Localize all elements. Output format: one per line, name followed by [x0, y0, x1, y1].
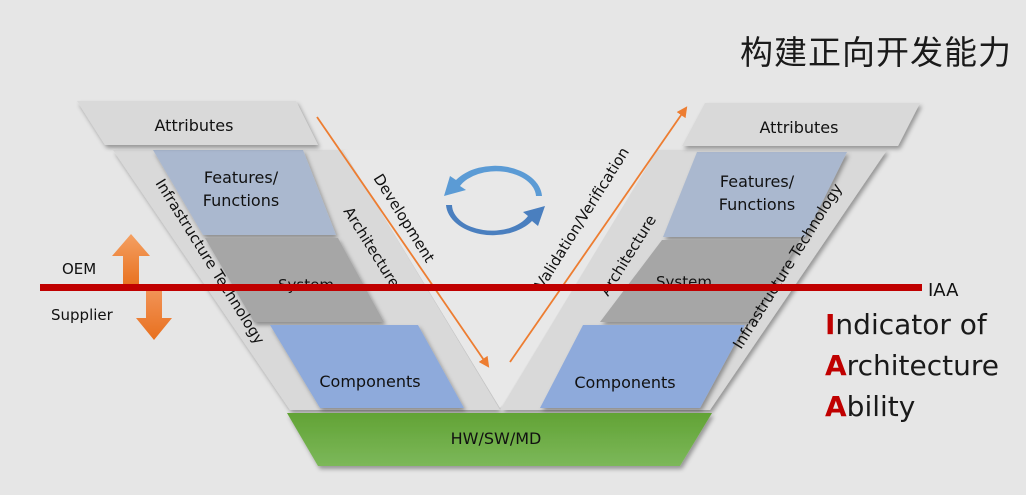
left-attributes-label: Attributes	[155, 116, 234, 135]
left-system-block	[205, 238, 384, 322]
oem-up-arrow-icon	[112, 234, 150, 287]
iaa-line-label: IAA	[928, 280, 959, 301]
right-features-label-2: Functions	[719, 195, 795, 214]
base-hw-sw-md-block	[287, 413, 712, 466]
left-features-label-2: Functions	[203, 191, 279, 210]
development-arrow	[316, 116, 490, 368]
supplier-down-arrow-icon	[136, 287, 172, 340]
right-system-block	[600, 240, 800, 322]
iaa-line-indicator: Indicator of	[825, 308, 987, 341]
center-v-gap	[343, 150, 657, 408]
right-components-block	[540, 325, 745, 408]
base-label: HW/SW/MD	[451, 429, 542, 448]
oem-label: OEM	[62, 260, 96, 278]
right-attributes-label: Attributes	[760, 118, 839, 137]
iaa-expansion: Indicator of Architecture Ability	[825, 304, 999, 427]
right-components-label: Components	[574, 373, 675, 392]
supplier-label: Supplier	[51, 306, 114, 324]
iaa-boundary-line	[40, 284, 922, 291]
page-title: 构建正向开发能力	[740, 33, 1012, 72]
iaa-line-ability: Ability	[825, 390, 916, 423]
left-components-block	[270, 325, 464, 408]
right-features-label-1: Features/	[720, 172, 795, 191]
cycle-arrows-icon	[444, 165, 545, 236]
right-attributes-block	[682, 103, 920, 146]
left-components-label: Components	[319, 372, 420, 391]
left-features-block	[153, 150, 336, 235]
validation-arrow	[509, 106, 688, 363]
iaa-line-architecture: Architecture	[825, 349, 999, 382]
right-features-block	[663, 152, 847, 237]
left-features-label-1: Features/	[204, 168, 279, 187]
left-attributes-block	[77, 101, 318, 145]
